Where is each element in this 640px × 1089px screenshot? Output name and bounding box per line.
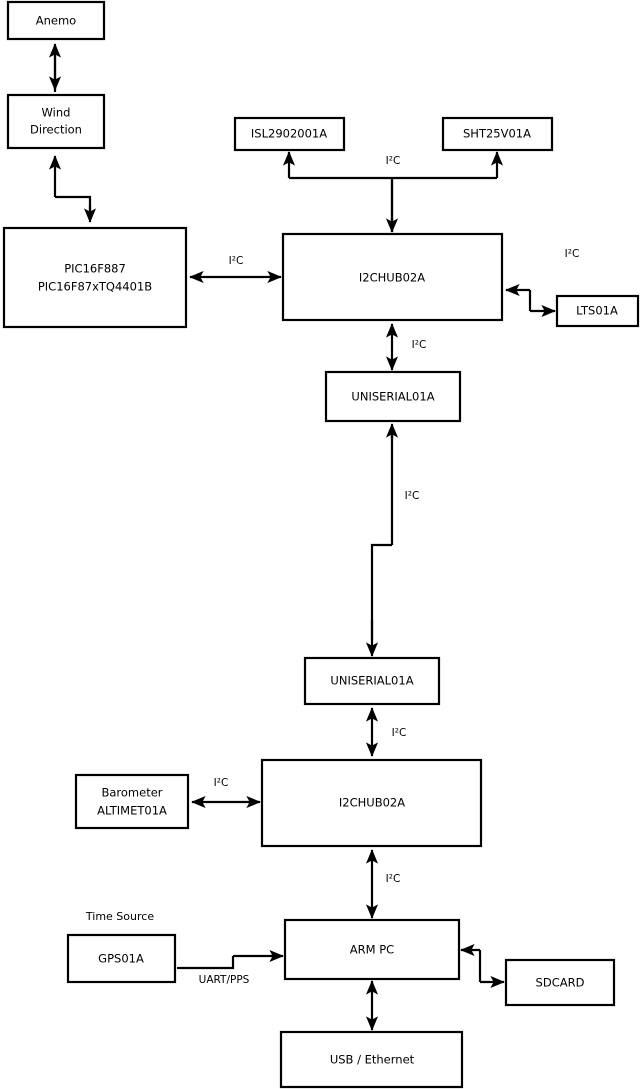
node-sht25v01a[interactable]: SHT25V01A (441, 116, 554, 152)
node-sdcard[interactable]: SDCARD (504, 958, 616, 1007)
node-label: I2CHUB02A (359, 271, 425, 285)
edge-label-i2c-pic-hub: I²C (229, 255, 244, 267)
node-label: I2CHUB02A (339, 796, 405, 810)
node-label-line1: PIC16F887 (64, 262, 126, 276)
node-box[interactable] (66, 933, 177, 984)
node-pic-microcontroller[interactable]: PIC16F887 PIC16F87xTQ4401B (2, 226, 188, 329)
edge-label-i2c-hub-lts: I²C (565, 248, 580, 260)
edge-label-i2c-hub-armpc: I²C (386, 873, 401, 885)
node-label: SDCARD (536, 976, 585, 990)
node-box[interactable] (6, 93, 106, 150)
node-anemo[interactable]: Anemo (6, 0, 106, 41)
node-label: SHT25V01A (463, 127, 531, 141)
node-label: USB / Ethernet (330, 1053, 415, 1067)
node-label-line2: PIC16F87xTQ4401B (38, 280, 152, 294)
node-box[interactable] (283, 918, 461, 981)
node-label: ISL2902001A (251, 127, 327, 141)
edge-label-i2c-sensors-top: I²C (386, 155, 401, 167)
node-box[interactable] (2, 226, 188, 329)
edge-label-i2c-barometer-hub: I²C (214, 777, 229, 789)
node-lts01a[interactable]: LTS01A (555, 294, 640, 328)
edge-label-i2c-hub-uniserial: I²C (412, 339, 427, 351)
node-label: ARM PC (350, 943, 394, 957)
node-arm-pc[interactable]: ARM PC (283, 918, 461, 981)
edge-label-i2c-uniserial-link: I²C (405, 490, 420, 502)
node-label-line2: ALTIMET01A (97, 804, 167, 818)
node-label: GPS01A (98, 952, 144, 966)
node-box[interactable] (279, 1030, 464, 1089)
node-wind-direction[interactable]: Wind Direction (6, 93, 106, 150)
node-label-line1: Barometer (101, 786, 162, 800)
node-box[interactable] (233, 116, 346, 152)
connector-hubtop-lts (505, 283, 556, 318)
edge-label-uart-pps: UART/PPS (199, 974, 250, 986)
connector-uniserialtop-uniserialbot (365, 423, 399, 657)
node-usb-ethernet[interactable]: USB / Ethernet (279, 1030, 464, 1089)
node-uniserial01a-bottom[interactable]: UNISERIAL01A (303, 656, 441, 706)
node-label: LTS01A (576, 304, 618, 318)
connector-line (370, 543, 392, 640)
node-label: UNISERIAL01A (351, 390, 434, 404)
connector-winddirection-pic (48, 155, 97, 223)
edge-label-i2c-uniserial-hub: I²C (392, 727, 407, 739)
node-box[interactable] (441, 116, 554, 152)
node-box[interactable] (303, 656, 441, 706)
node-label-line1: Wind (42, 106, 71, 120)
node-box[interactable] (281, 232, 504, 322)
node-box[interactable] (74, 773, 190, 830)
node-isl2902001a[interactable]: ISL2902001A (233, 116, 346, 152)
connector-line (177, 956, 235, 970)
node-label-line2: Direction (30, 123, 82, 137)
node-box[interactable] (324, 370, 462, 423)
node-i2chub02a-top[interactable]: I2CHUB02A (281, 232, 504, 322)
connector-line (55, 195, 92, 220)
node-box[interactable] (260, 758, 483, 848)
node-box[interactable] (6, 0, 106, 41)
connector-gps-armpc (177, 949, 284, 970)
node-i2chub02a-bottom[interactable]: I2CHUB02A (260, 758, 483, 848)
node-box[interactable] (555, 294, 640, 328)
node-gps01a[interactable]: GPS01A (66, 933, 177, 984)
node-label: Anemo (36, 14, 76, 28)
node-box[interactable] (504, 958, 616, 1007)
connector-hubtop-sensors (282, 151, 504, 233)
node-label: UNISERIAL01A (330, 674, 413, 688)
node-uniserial01a-top[interactable]: UNISERIAL01A (324, 370, 462, 423)
node-barometer-altimet01a[interactable]: Barometer ALTIMET01A (74, 773, 190, 830)
connector-armpc-sdcard (460, 943, 505, 989)
label-time-source: Time Source (85, 910, 154, 923)
